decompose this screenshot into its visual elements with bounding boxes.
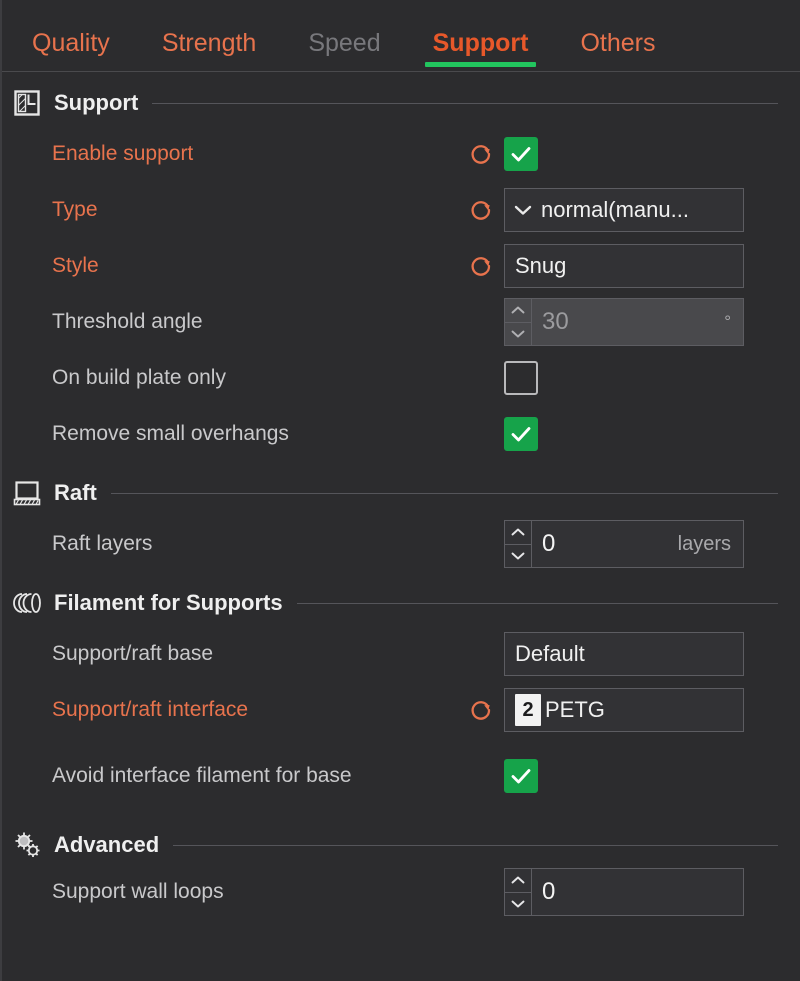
checkbox-avoid-interface-filament-for-base[interactable] — [504, 759, 538, 793]
text-input-support-raft-base[interactable]: Default — [504, 632, 744, 676]
control-slot — [504, 417, 726, 451]
section-title-advanced: Advanced — [54, 832, 160, 857]
control-slot: Default — [504, 632, 744, 676]
settings-tab-bar: Quality Strength Speed Support Others — [2, 0, 800, 72]
setting-row-style: Style Snug — [2, 238, 800, 294]
setting-label-support-raft-interface: Support/raft interface — [52, 697, 249, 721]
setting-label-type: Type — [52, 197, 98, 221]
setting-label-on-build-plate-only: On build plate only — [52, 365, 226, 389]
gears-icon — [12, 830, 42, 860]
control-slot: 30 ° — [504, 298, 744, 346]
tab-others[interactable]: Others — [580, 29, 656, 57]
dropdown-type[interactable]: normal(manu... — [504, 188, 744, 232]
setting-row-enable-support: Enable support — [2, 126, 800, 182]
filament-name: PETG — [545, 697, 605, 722]
setting-row-threshold-angle: Threshold angle 30 ° — [2, 294, 800, 350]
chevron-down-icon — [513, 203, 533, 217]
section-divider — [296, 602, 778, 604]
section-header-support: Support — [2, 80, 800, 126]
filament-index-badge: 2 — [515, 694, 541, 726]
spinner-threshold-angle: 30 ° — [504, 298, 744, 346]
spinner-unit: layers — [677, 532, 731, 555]
setting-row-support-raft-base: Support/raft base Default — [2, 626, 800, 682]
tab-support[interactable]: Support — [417, 29, 545, 71]
reset-slot-empty — [462, 877, 500, 907]
reset-button-style[interactable] — [462, 251, 500, 281]
checkbox-enable-support[interactable] — [504, 137, 538, 171]
setting-row-on-build-plate-only: On build plate only — [2, 350, 800, 406]
setting-label-support-raft-base: Support/raft base — [52, 641, 214, 665]
spinner-increment-threshold-angle — [505, 299, 531, 323]
spinner-support-wall-loops[interactable]: 0 — [504, 868, 744, 916]
setting-row-type: Type normal(manu... — [2, 182, 800, 238]
reset-button-enable-support[interactable] — [462, 139, 500, 169]
reset-slot-empty — [462, 761, 500, 791]
filament-spool-icon — [12, 588, 42, 618]
setting-label-raft-layers: Raft layers — [52, 531, 153, 555]
tab-speed[interactable]: Speed — [308, 29, 381, 57]
spinner-increment-raft-layers[interactable] — [505, 521, 531, 545]
reset-slot-empty — [462, 419, 500, 449]
tab-quality[interactable]: Quality — [32, 29, 110, 57]
text-input-value: Default — [515, 641, 585, 666]
spinner-buttons — [505, 521, 532, 567]
section-title-raft: Raft — [54, 480, 97, 505]
reset-button-support-raft-interface[interactable] — [462, 695, 500, 725]
control-slot — [504, 137, 726, 171]
spinner-decrement-threshold-angle — [505, 323, 531, 346]
control-slot: Snug — [504, 244, 744, 288]
section-divider — [173, 844, 778, 846]
spinner-buttons — [505, 299, 532, 345]
spinner-value: 30 — [542, 308, 569, 335]
section-header-raft: Raft — [2, 470, 800, 516]
reset-slot-empty — [462, 529, 500, 559]
spinner-value: 0 — [542, 530, 556, 557]
setting-row-support-wall-loops: Support wall loops 0 — [2, 868, 800, 916]
setting-label-avoid-interface-filament-for-base: Avoid interface filament for base — [52, 763, 352, 787]
checkbox-on-build-plate-only[interactable] — [504, 361, 538, 395]
dropdown-value: normal(manu... — [541, 197, 689, 222]
spinner-value: 0 — [542, 878, 556, 905]
section-title-filament-for-supports: Filament for Supports — [54, 590, 283, 615]
setting-row-avoid-interface-filament-for-base: Avoid interface filament for base — [2, 738, 800, 814]
setting-label-enable-support: Enable support — [52, 141, 194, 165]
setting-label-threshold-angle: Threshold angle — [52, 309, 203, 333]
control-slot: 0 layers — [504, 520, 744, 568]
spinner-raft-layers[interactable]: 0 layers — [504, 520, 744, 568]
text-input-style[interactable]: Snug — [504, 244, 744, 288]
section-header-filament-for-supports: Filament for Supports — [2, 580, 800, 626]
section-header-advanced: Advanced — [2, 822, 800, 868]
tab-strength[interactable]: Strength — [161, 29, 257, 57]
spinner-decrement-support-wall-loops[interactable] — [505, 893, 531, 916]
section-title-support: Support — [54, 90, 139, 115]
spinner-increment-support-wall-loops[interactable] — [505, 869, 531, 893]
setting-label-support-wall-loops: Support wall loops — [52, 879, 224, 903]
spinner-buttons — [505, 869, 532, 915]
section-divider — [152, 102, 778, 104]
setting-label-style: Style — [52, 253, 99, 277]
support-block-icon — [12, 88, 42, 118]
text-input-value: Snug — [515, 253, 567, 278]
control-slot — [504, 361, 726, 395]
raft-plate-icon — [12, 478, 42, 508]
setting-label-remove-small-overhangs: Remove small overhangs — [52, 421, 289, 445]
control-slot — [504, 759, 726, 793]
control-slot: normal(manu... — [504, 188, 744, 232]
checkbox-remove-small-overhangs[interactable] — [504, 417, 538, 451]
reset-button-type[interactable] — [462, 195, 500, 225]
setting-row-raft-layers: Raft layers 0 layers — [2, 516, 800, 572]
spinner-decrement-raft-layers[interactable] — [505, 545, 531, 568]
spinner-unit: ° — [724, 312, 731, 331]
section-divider — [110, 492, 778, 494]
reset-slot-empty — [462, 363, 500, 393]
reset-slot-empty — [462, 639, 500, 669]
reset-slot-empty — [462, 307, 500, 337]
control-slot: 0 — [504, 868, 744, 916]
setting-row-remove-small-overhangs: Remove small overhangs — [2, 406, 800, 462]
